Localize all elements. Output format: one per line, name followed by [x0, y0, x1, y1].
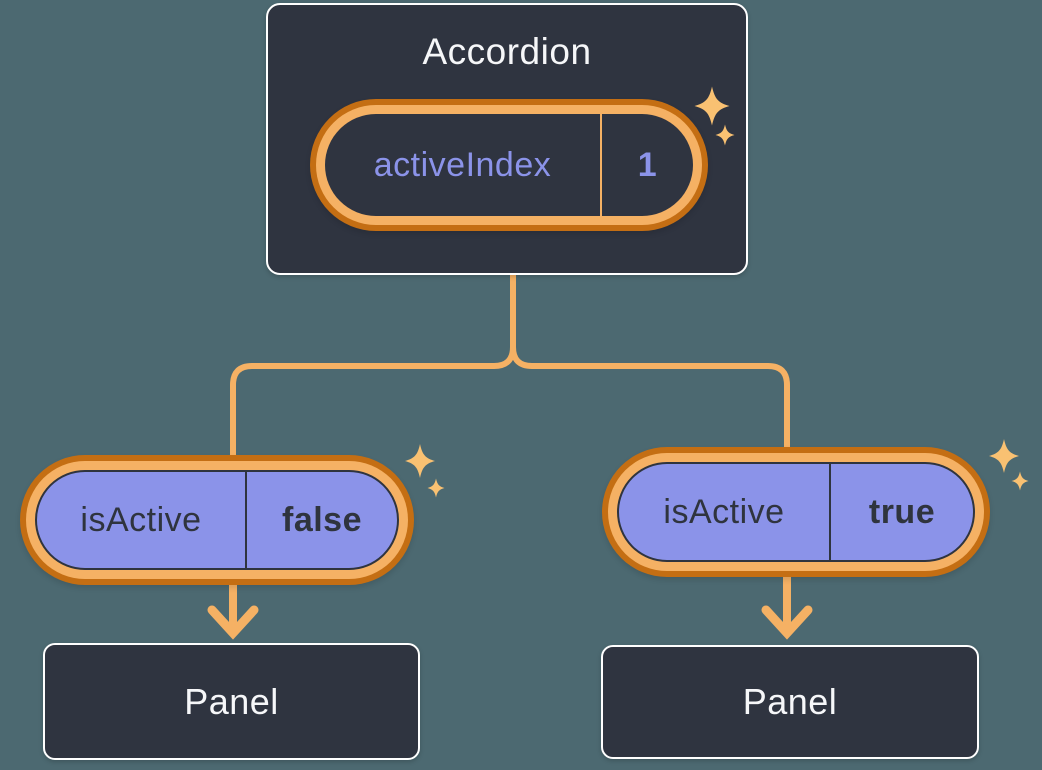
prop-pill-is-active-false: isActive false — [35, 470, 399, 570]
state-name-label: activeIndex — [373, 145, 552, 184]
panel-title: Panel — [742, 681, 838, 722]
arrow-down-icon — [207, 584, 259, 640]
pill-divider — [600, 114, 602, 216]
sparkle-icon — [405, 444, 435, 478]
panel-component-box-right: Panel — [601, 645, 979, 759]
arrow-down-icon — [761, 577, 813, 640]
panel-title: Panel — [184, 680, 279, 722]
branch-line-right — [510, 272, 790, 448]
prop-value: false — [282, 500, 362, 539]
prop-name-label: isActive — [663, 492, 785, 531]
sparkle-icon — [427, 478, 445, 498]
state-pill-active-index: activeIndex 1 — [325, 114, 693, 216]
pill-divider — [245, 472, 247, 568]
state-value: 1 — [637, 145, 658, 184]
prop-pill-is-active-true: isActive true — [617, 462, 975, 562]
sparkle-icon — [1011, 471, 1029, 491]
prop-value: true — [868, 492, 936, 531]
branch-line-left — [230, 272, 516, 456]
component-title: Accordion — [422, 31, 592, 72]
sparkle-icon — [989, 439, 1019, 473]
prop-name-label: isActive — [80, 500, 202, 539]
pill-divider — [829, 464, 831, 560]
panel-component-box-left: Panel — [43, 643, 420, 760]
